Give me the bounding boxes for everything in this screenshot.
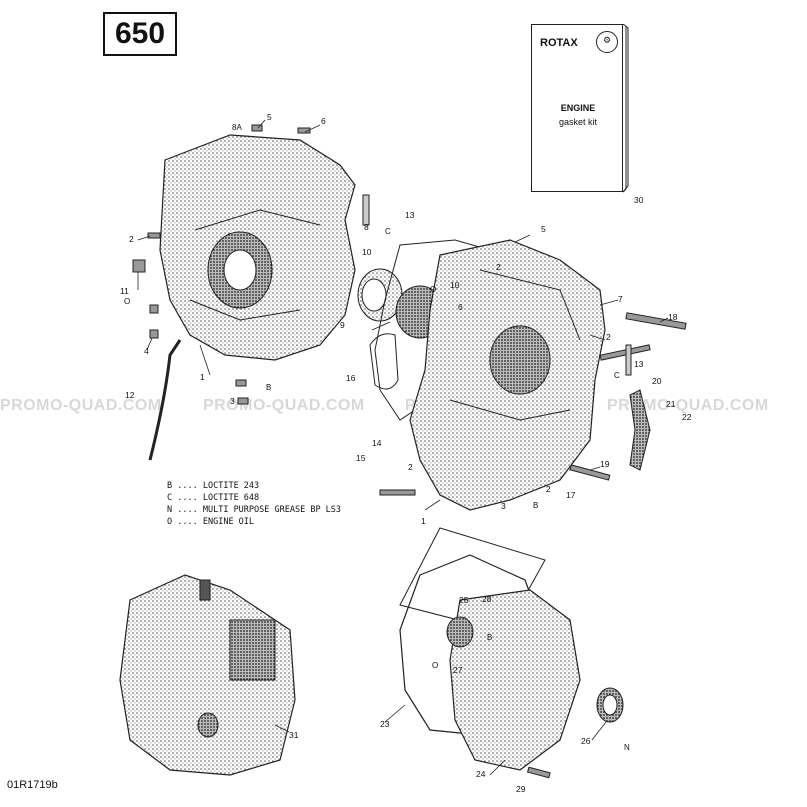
callout: 14 <box>372 438 382 448</box>
callout: 22 <box>682 412 692 422</box>
callout: O <box>430 285 436 294</box>
gasket-ring <box>369 333 399 390</box>
callout: B <box>533 501 538 510</box>
callout: 25 <box>459 595 469 605</box>
rotax-logo: ROTAX <box>540 37 578 49</box>
callout: 31 <box>289 730 299 740</box>
callout: 12 <box>125 390 135 400</box>
callout: 5 <box>541 224 546 234</box>
callout: 20 <box>652 376 662 386</box>
callout: 10 <box>362 247 372 257</box>
callout: 2 <box>496 262 501 272</box>
callout: 17 <box>566 490 576 500</box>
callout: B <box>487 633 492 642</box>
callout: 28 <box>482 594 492 604</box>
kit-subtitle: gasket kit <box>558 117 598 127</box>
legend-row: N .... MULTI PURPOSE GREASE BP LS3 <box>167 505 342 515</box>
kit-callout: 30 <box>634 195 644 205</box>
legend: B .... LOCTITE 243 C .... LOCTITE 648 N … <box>167 480 341 528</box>
brand-emblem-icon: ⚙ <box>596 31 618 53</box>
legend-row: B .... LOCTITE 243 <box>167 481 260 491</box>
callout: 3 <box>230 396 235 406</box>
pto-cover <box>449 589 581 771</box>
callout: 2 <box>606 332 611 342</box>
callout: 10 <box>450 280 460 290</box>
model-label: 650 <box>103 12 177 56</box>
callout: 3 <box>501 501 506 511</box>
callout: 8 <box>364 222 369 232</box>
callout: 1 <box>200 372 205 382</box>
callout: 16 <box>346 373 356 383</box>
callout: 15 <box>356 453 366 463</box>
callout: 1 <box>421 516 426 526</box>
dipstick-tube <box>148 339 182 461</box>
legend-row: C .... LOCTITE 648 <box>167 493 260 503</box>
callout: 13 <box>634 359 644 369</box>
callout: 2 <box>546 484 551 494</box>
callout: 26 <box>581 736 591 746</box>
dowel-pin <box>625 344 632 376</box>
cover-plug <box>446 616 474 648</box>
callout: 2 <box>408 462 413 472</box>
callout: 13 <box>405 210 415 220</box>
assembled-engine <box>119 574 296 776</box>
callout: C <box>614 371 620 380</box>
callout: B <box>266 383 271 392</box>
callout: 4 <box>144 346 149 356</box>
kit-title: ENGINE <box>560 103 596 113</box>
diagram-reference: 01R1719b <box>7 779 58 791</box>
callout: 29 <box>516 784 526 794</box>
dowel-pin <box>362 194 370 226</box>
callout: 6 <box>458 302 463 312</box>
callout-numbers: 5 6 8A 2 11 O 4 12 1 3 B 8 13 C 10 10 O … <box>120 112 692 794</box>
callout: 2 <box>129 234 134 244</box>
tensioner-guide <box>629 389 651 471</box>
callout: N <box>624 743 630 752</box>
callout: 23 <box>380 719 390 729</box>
callout: 21 <box>666 399 676 409</box>
callout: 18 <box>668 312 678 322</box>
watermark: PROMO-QUAD.COM <box>0 397 162 414</box>
callout: O <box>124 297 130 306</box>
gasket-kit-package: ROTAX ⚙ ENGINE gasket kit <box>531 24 629 194</box>
crankcase-left-half <box>159 134 356 361</box>
callout: O <box>432 661 438 670</box>
callout: 19 <box>600 459 610 469</box>
callout: 24 <box>476 769 486 779</box>
callout: 5 <box>267 112 272 122</box>
crankcase-right-half <box>409 239 606 511</box>
callout: C <box>385 227 391 236</box>
callout: 7 <box>618 294 623 304</box>
callout: 9 <box>340 320 345 330</box>
callout: 11 <box>120 286 129 296</box>
watermark: PROMO-QUAD.COM <box>607 397 769 414</box>
callout: 6 <box>321 116 326 126</box>
callout: 8A <box>232 123 242 132</box>
leader-lines <box>137 119 669 776</box>
callout: 27 <box>453 665 463 675</box>
legend-row: O .... ENGINE OIL <box>167 517 255 527</box>
gasket-kit-front: ROTAX ⚙ ENGINE gasket kit <box>531 24 623 192</box>
